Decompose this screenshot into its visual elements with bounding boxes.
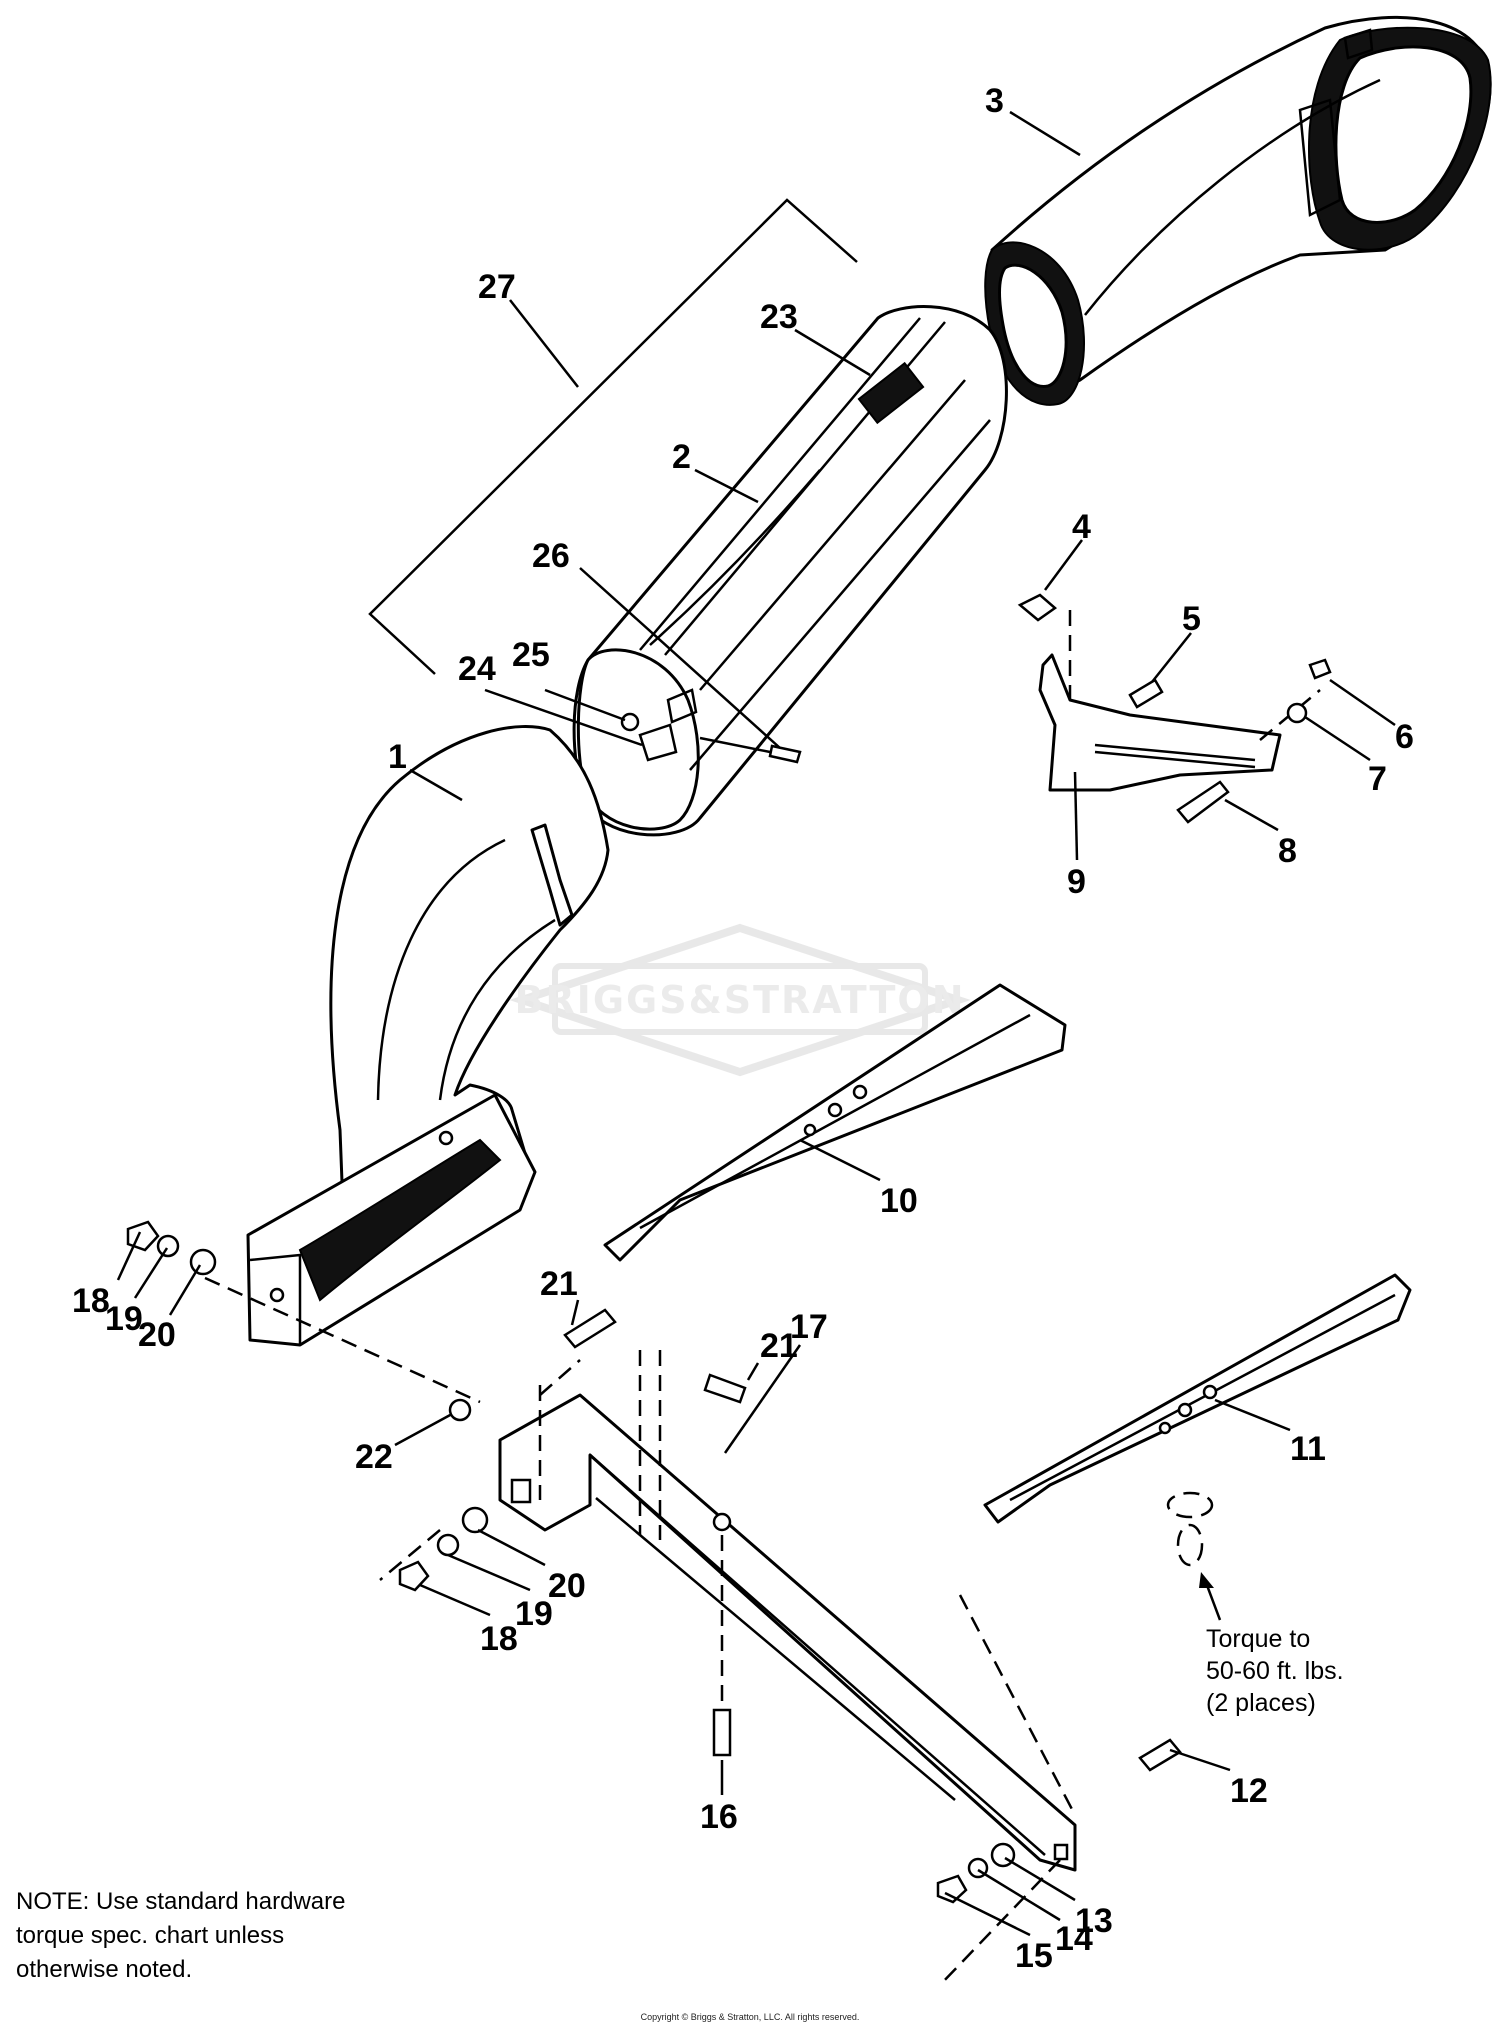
blade-bolt-dashed (1166, 1491, 1222, 1621)
assembly-dashed-lines (204, 1276, 1077, 1986)
part-23-decal (857, 361, 925, 425)
part-5-screw (1128, 678, 1164, 709)
part-19-lockwasher (436, 1533, 460, 1557)
label-4: 4 (1072, 508, 1091, 546)
label-11: 11 (1290, 1430, 1326, 1468)
part-11-blade (983, 1273, 1412, 1524)
label-16: 16 (700, 1798, 738, 1836)
part-8-carriage-bolt (1176, 780, 1230, 824)
label-18-bottom: 18 (480, 1620, 518, 1658)
torque-note: Torque to 50-60 ft. lbs. (2 places) (1206, 1623, 1426, 1719)
label-5: 5 (1182, 600, 1201, 638)
part-18-nut (398, 1560, 430, 1592)
label-9: 9 (1067, 863, 1086, 901)
hardware-13-14-15 (936, 1842, 1016, 1904)
part-6-nut (1308, 658, 1332, 680)
part-number-labels: 3 27 23 2 26 25 24 1 4 5 6 7 8 9 10 11 1… (72, 82, 1414, 1975)
label-13: 13 (1075, 1902, 1113, 1940)
part-10-blade (603, 983, 1067, 1262)
part-21-bolt-left (563, 1308, 617, 1349)
leader-lines (116, 110, 1396, 1937)
part-12-bolt (1138, 1738, 1182, 1772)
label-2: 2 (672, 438, 691, 476)
label-12: 12 (1230, 1772, 1268, 1810)
torque-note-line-2: 50-60 ft. lbs. (1206, 1657, 1344, 1685)
label-19-bottom: 19 (515, 1595, 553, 1633)
note-line-2: torque spec. chart unless (16, 1922, 285, 1949)
part-7-washer (1286, 702, 1308, 724)
torque-note-line-3: (2 places) (1206, 1689, 1316, 1717)
label-17: 17 (790, 1308, 828, 1346)
label-7: 7 (1368, 760, 1387, 798)
label-14: 14 (1055, 1920, 1093, 1958)
label-3: 3 (985, 82, 1004, 120)
part-25-rivet (620, 712, 640, 732)
hardware-18-19-20-top (126, 1220, 217, 1276)
assembly-27-bracket (368, 198, 858, 675)
part-22-washer (448, 1398, 472, 1422)
part-17-baffle (498, 1393, 1077, 1872)
part-2-chute-tube (572, 305, 1008, 837)
label-22: 22 (355, 1438, 393, 1476)
part-20-washer (461, 1506, 489, 1534)
label-6: 6 (1395, 718, 1414, 756)
part-4-nut-clip (1017, 593, 1058, 622)
note-line-1: NOTE: Use standard hardware (16, 1888, 346, 1915)
briggs-stratton-watermark-logo: BRIGGS&STRATTON (509, 923, 971, 1077)
svg-text:BRIGGS&STRATTON: BRIGGS&STRATTON (514, 978, 965, 1022)
hardware-18-19-20-bottom (398, 1506, 489, 1592)
label-8: 8 (1278, 832, 1297, 870)
label-15: 15 (1015, 1937, 1053, 1975)
label-20-bottom: 20 (548, 1567, 586, 1605)
copyright-footer: Copyright © Briggs & Stratton, LLC. All … (640, 2012, 860, 2022)
note-line-3: otherwise noted. (16, 1956, 193, 1983)
label-18-top: 18 (72, 1282, 110, 1320)
label-23: 23 (760, 298, 798, 336)
part-15-nut (936, 1874, 968, 1904)
part-9-bracket (1017, 593, 1332, 824)
part-3-upper-chute (984, 15, 1492, 406)
label-24: 24 (458, 650, 496, 688)
part-26-screw (768, 744, 802, 764)
label-21-left: 21 (540, 1265, 578, 1303)
label-27: 27 (478, 268, 516, 306)
label-1: 1 (388, 738, 407, 776)
torque-note-line-1: Torque to (1206, 1625, 1311, 1653)
part-1-lower-chute (246, 725, 610, 1347)
label-21-right: 21 (760, 1327, 798, 1365)
hardware-note: NOTE: Use standard hardware torque spec.… (16, 1885, 436, 1987)
part-16-bolt (712, 1708, 732, 1757)
part-19-lockwasher (156, 1234, 180, 1258)
label-10: 10 (880, 1182, 918, 1220)
label-20-top: 20 (138, 1316, 176, 1354)
label-26: 26 (532, 537, 570, 575)
part-20-washer (189, 1248, 217, 1276)
label-19-top: 19 (105, 1300, 143, 1338)
label-25: 25 (512, 636, 550, 674)
part-21-bolt-right (703, 1373, 747, 1404)
